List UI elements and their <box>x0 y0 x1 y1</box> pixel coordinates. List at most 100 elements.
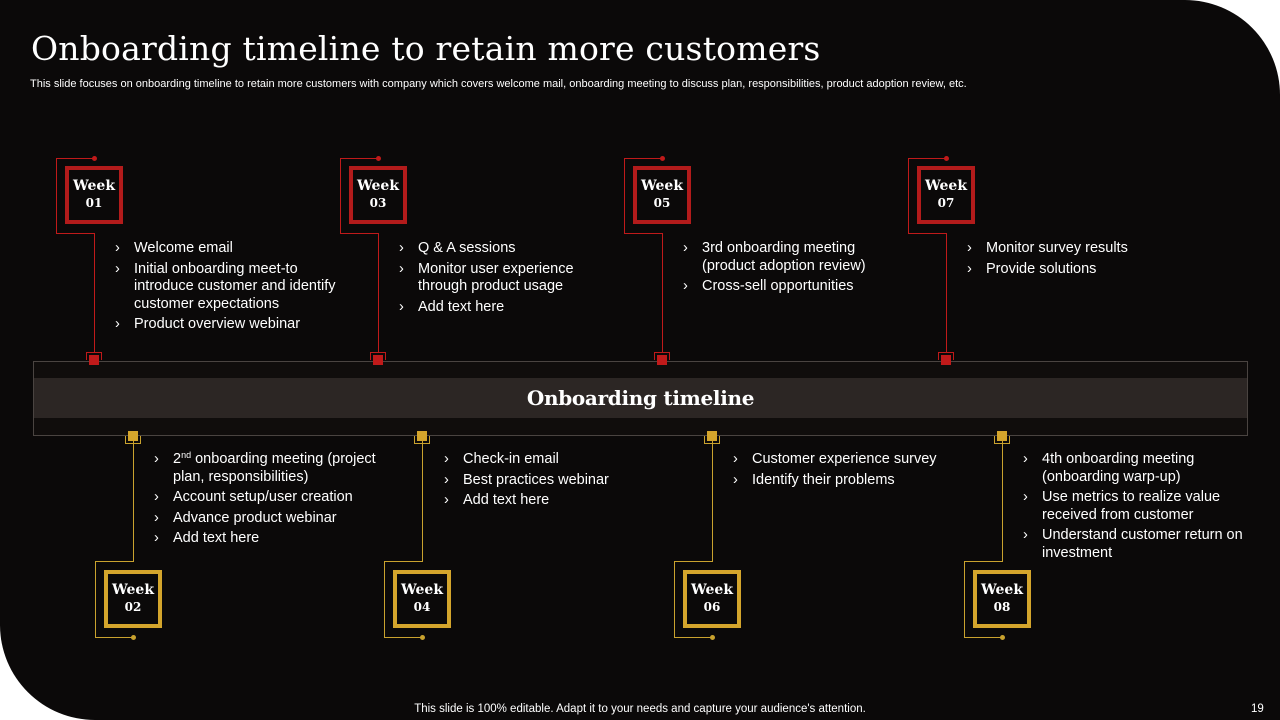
timeline-marker <box>657 355 667 365</box>
week-08-list: 4th onboarding meeting (onboarding warp-… <box>1023 451 1245 565</box>
connector-line <box>624 158 663 159</box>
list-item: Provide solutions <box>967 261 1187 279</box>
connector-line <box>422 441 423 562</box>
list-item: 4th onboarding meeting (onboarding warp-… <box>1023 451 1245 486</box>
list-item: Identify their problems <box>733 472 963 490</box>
week-badge-label: Week <box>980 582 1024 598</box>
week-badge-label: Week <box>400 582 444 598</box>
connector-line <box>946 233 947 353</box>
week-07-list: Monitor survey results Provide solutions <box>967 240 1187 281</box>
page-number: 19 <box>1251 703 1264 715</box>
week-badge-03: Week 03 <box>349 166 407 224</box>
week-02-list: 2nd onboarding meeting (project plan, re… <box>154 451 394 551</box>
connector-line <box>56 233 95 234</box>
week-04-list: Check-in email Best practices webinar Ad… <box>444 451 664 513</box>
week-badge-02: Week 02 <box>104 570 162 628</box>
list-item: Add text here <box>154 530 394 548</box>
timeline-band <box>34 378 1247 418</box>
connector-line <box>908 158 947 159</box>
list-item: Advance product webinar <box>154 510 394 528</box>
list-item: Monitor survey results <box>967 240 1187 258</box>
footer-note: This slide is 100% editable. Adapt it to… <box>414 703 866 715</box>
week-badge-label: Week <box>111 582 155 598</box>
timeline-marker <box>128 431 138 441</box>
list-item: Welcome email <box>115 240 360 258</box>
week-badge-number: 07 <box>937 196 955 210</box>
list-item: 2nd onboarding meeting (project plan, re… <box>154 451 394 486</box>
week-badge-number: 03 <box>369 196 387 210</box>
week-badge-07: Week 07 <box>917 166 975 224</box>
connector-line <box>624 158 625 234</box>
connector-line <box>56 158 95 159</box>
connector-line <box>340 158 341 234</box>
connector-line <box>712 441 713 562</box>
connector-line <box>95 637 134 638</box>
connector-line <box>674 561 675 638</box>
week-06-list: Customer experience survey Identify thei… <box>733 451 963 492</box>
timeline-band-label: Onboarding timeline <box>526 386 755 410</box>
week-badge-04: Week 04 <box>393 570 451 628</box>
connector-dot <box>131 635 136 640</box>
list-item: Q & A sessions <box>399 240 599 258</box>
connector-line <box>384 637 423 638</box>
week-badge-08: Week 08 <box>973 570 1031 628</box>
week-badge-label: Week <box>356 178 400 194</box>
connector-line <box>384 561 385 638</box>
page-title: Onboarding timeline to retain more custo… <box>31 29 821 68</box>
page-subtitle: This slide focuses on onboarding timelin… <box>30 78 967 90</box>
timeline-marker <box>417 431 427 441</box>
timeline-marker <box>373 355 383 365</box>
connector-dot <box>420 635 425 640</box>
connector-line <box>1002 441 1003 562</box>
list-item: Use metrics to realize value received fr… <box>1023 489 1245 524</box>
week-badge-label: Week <box>72 178 116 194</box>
connector-line <box>964 637 1003 638</box>
list-item: Best practices webinar <box>444 472 664 490</box>
week-01-list: Welcome email Initial onboarding meet-to… <box>115 240 360 337</box>
week-badge-01: Week 01 <box>65 166 123 224</box>
week-badge-number: 02 <box>124 600 142 614</box>
week-badge-label: Week <box>640 178 684 194</box>
list-item: Initial onboarding meet-to introduce cus… <box>115 261 360 314</box>
timeline-marker <box>941 355 951 365</box>
week-badge-label: Week <box>924 178 968 194</box>
list-item: Add text here <box>399 299 599 317</box>
marker-frame <box>370 352 386 360</box>
ordinal-suffix: nd <box>181 450 192 460</box>
list-item-text: onboarding meeting (project plan, respon… <box>173 451 376 485</box>
week-badge-label: Week <box>690 582 734 598</box>
marker-frame <box>938 352 954 360</box>
week-03-list: Q & A sessions Monitor user experience t… <box>399 240 599 319</box>
week-badge-number: 08 <box>993 600 1011 614</box>
connector-line <box>56 158 57 234</box>
connector-line <box>378 233 379 353</box>
list-item: 3rd onboarding meeting (product adoption… <box>683 240 883 275</box>
connector-line <box>340 158 379 159</box>
connector-line <box>908 158 909 234</box>
list-item: Check-in email <box>444 451 664 469</box>
connector-dot <box>710 635 715 640</box>
connector-line <box>94 233 95 353</box>
connector-line <box>674 637 713 638</box>
connector-line <box>662 233 663 353</box>
ordinal-number: 2 <box>173 451 182 467</box>
connector-dot <box>1000 635 1005 640</box>
connector-line <box>340 233 379 234</box>
week-05-list: 3rd onboarding meeting (product adoption… <box>683 240 883 299</box>
week-badge-number: 06 <box>703 600 721 614</box>
marker-frame <box>654 352 670 360</box>
connector-line <box>908 233 947 234</box>
connector-line <box>384 561 423 562</box>
week-badge-number: 04 <box>413 600 431 614</box>
connector-line <box>95 561 96 638</box>
list-item: Understand customer return on investment <box>1023 527 1245 562</box>
connector-line <box>964 561 1003 562</box>
list-item: Product overview webinar <box>115 316 360 334</box>
week-badge-number: 05 <box>653 196 671 210</box>
week-badge-06: Week 06 <box>683 570 741 628</box>
connector-line <box>133 441 134 562</box>
list-item: Cross-sell opportunities <box>683 278 883 296</box>
connector-line <box>624 233 663 234</box>
week-badge-number: 01 <box>85 196 103 210</box>
